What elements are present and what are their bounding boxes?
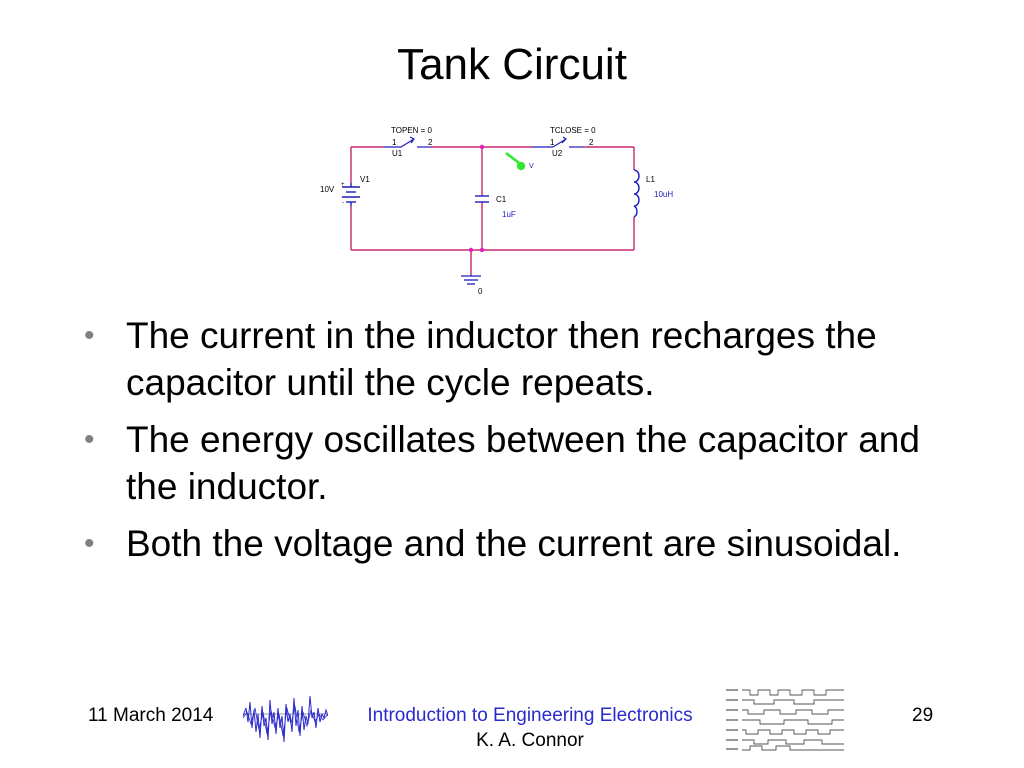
- bullet-dot-icon: •: [84, 423, 95, 456]
- switch1-ref-label: U1: [392, 149, 403, 158]
- bullet-text: Both the voltage and the current are sin…: [126, 523, 902, 564]
- inductor-l1: [633, 169, 640, 218]
- capacitor-c1: [475, 195, 489, 203]
- bullet-dot-icon: •: [84, 319, 95, 352]
- bullet-text: The energy oscillates between the capaci…: [126, 419, 920, 507]
- junction-bottom-cap: [479, 247, 485, 253]
- slide-title: Tank Circuit: [397, 40, 627, 89]
- voltage-probe: [505, 151, 526, 171]
- bullet-item: • The current in the inductor then rechar…: [84, 312, 944, 406]
- switch1-pin1-label: 1: [392, 138, 397, 147]
- switch1-param-label: TOPEN = 0: [391, 126, 433, 135]
- ground-label: 0: [478, 287, 483, 296]
- voltage-source-v1: [342, 183, 360, 206]
- switch2-pin1-label: 1: [550, 138, 555, 147]
- noise-waveform-logo: [243, 695, 328, 743]
- switch2-param-label: TCLOSE = 0: [550, 126, 596, 135]
- source-ref-label: V1: [360, 175, 370, 184]
- circuit-junctions: [468, 144, 485, 253]
- tank-circuit-schematic: TOPEN = 0 1 2 U1 TCLOSE = 0 1 2 U2 V1 10…: [320, 126, 673, 296]
- page-number: 29: [912, 705, 934, 726]
- switch1-pin2-label: 2: [428, 138, 433, 147]
- junction-bottom-ground: [468, 247, 474, 253]
- source-minus-label: -: [342, 200, 344, 206]
- ground-symbol: [461, 275, 481, 285]
- bullet-text: The current in the inductor then recharg…: [126, 315, 877, 403]
- capacitor-ref-label: C1: [496, 195, 507, 204]
- bullet-list: • The current in the inductor then rechar…: [84, 312, 944, 577]
- junction-top: [479, 144, 485, 150]
- capacitor-value-label: 1uF: [502, 210, 516, 219]
- bullet-dot-icon: •: [84, 527, 95, 560]
- footer-author: K. A. Connor: [476, 730, 584, 751]
- inductor-ref-label: L1: [646, 175, 655, 184]
- switch-u2: [532, 136, 584, 148]
- bullet-item: • Both the voltage and the current are si…: [84, 520, 944, 567]
- switch-u1: [383, 136, 431, 148]
- switch2-ref-label: U2: [552, 149, 563, 158]
- timing-diagram-logo: [726, 689, 844, 751]
- bullet-item: • The energy oscillates between the capac…: [84, 416, 944, 510]
- inductor-value-label: 10uH: [654, 190, 673, 199]
- probe-label: V: [529, 163, 534, 170]
- source-value-label: 10V: [320, 185, 335, 194]
- footer-date: 11 March 2014: [88, 705, 214, 726]
- switch2-pin2-label: 2: [589, 138, 594, 147]
- footer-course-title: Introduction to Engineering Electronics: [367, 705, 693, 726]
- source-plus-label: +: [341, 182, 345, 188]
- circuit-wires: [350, 146, 635, 276]
